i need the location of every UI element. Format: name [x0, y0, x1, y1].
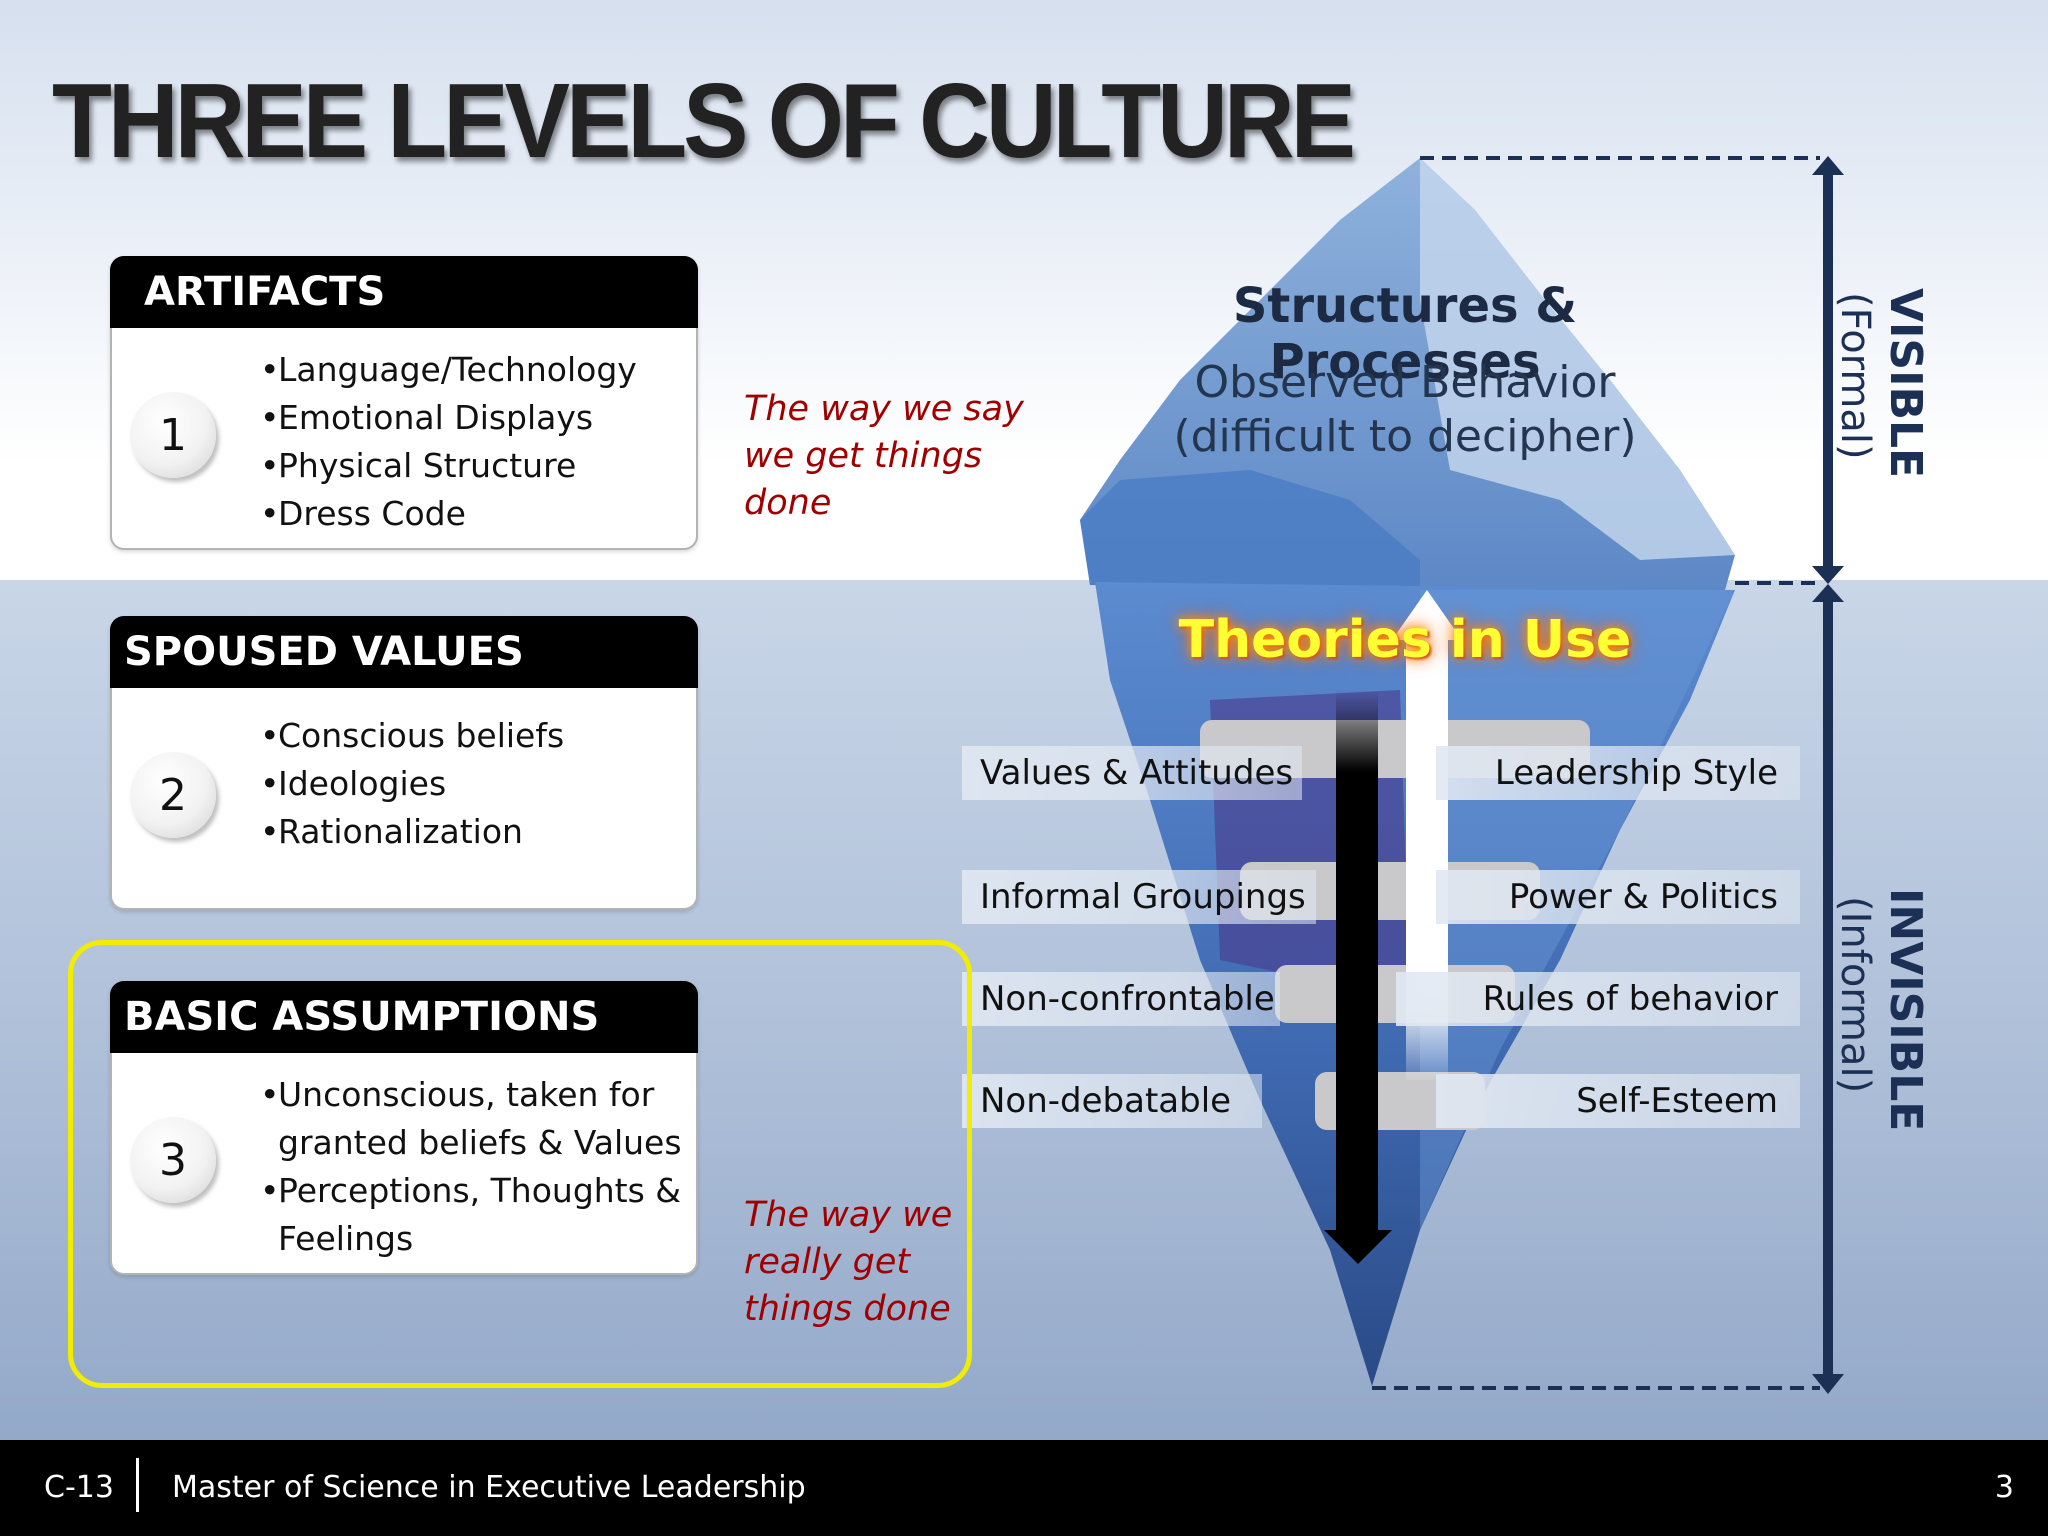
note-line: really get	[744, 1242, 911, 1282]
level-card-spoused-values: SPOUSED VALUES 2 Conscious beliefs Ideol…	[110, 616, 698, 910]
list-item: Unconscious, taken for granted beliefs &…	[260, 1071, 690, 1167]
note-line: things done	[744, 1289, 951, 1329]
list-item: Dress Code	[260, 490, 637, 538]
card-heading-spoused-values: SPOUSED VALUES	[110, 616, 698, 688]
level-card-artifacts: ARTIFACTS 1 Language/Technology Emotiona…	[110, 256, 698, 550]
label-values-attitudes: Values & Attitudes	[962, 746, 1302, 800]
level-number-badge: 2	[130, 752, 216, 838]
visible-arrow-head-up	[1812, 156, 1844, 175]
list-item: Perceptions, Thoughts & Feelings	[260, 1167, 690, 1263]
visible-label: VISIBLE	[1880, 288, 1931, 478]
artifacts-list: Language/Technology Emotional Displays P…	[260, 346, 637, 538]
footer-separator	[136, 1458, 139, 1512]
label-non-debatable: Non-debatable	[962, 1074, 1262, 1128]
structures-processes-heading: Structures & Processes	[1232, 278, 1578, 390]
note-line: The way we	[744, 1195, 953, 1235]
invisible-label: INVISIBLE	[1880, 888, 1931, 1131]
note-line: done	[744, 483, 832, 523]
footer-bar: C-13 Master of Science in Executive Lead…	[0, 1440, 2048, 1536]
card-heading-artifacts: ARTIFACTS	[110, 256, 698, 328]
informal-label: (Informal)	[1832, 896, 1934, 1093]
level-number-badge: 3	[130, 1117, 216, 1203]
formal-label: (Formal)	[1832, 292, 1934, 460]
spoused-values-list: Conscious beliefs Ideologies Rationaliza…	[260, 712, 564, 856]
level-number-badge: 1	[130, 392, 216, 478]
invisible-text: INVISIBLE	[1880, 888, 1931, 1132]
down-arrow-head	[1324, 1230, 1392, 1264]
iceberg-tip-highlight	[1420, 158, 1735, 560]
label-leadership-style: Leadership Style	[1436, 746, 1800, 800]
list-item: Conscious beliefs	[260, 712, 564, 760]
visible-text: VISIBLE	[1880, 288, 1931, 479]
label-power-politics: Power & Politics	[1436, 870, 1800, 924]
list-item: Language/Technology	[260, 346, 637, 394]
invisible-arrow-head-up	[1812, 584, 1844, 602]
invisible-arrow-head-down	[1812, 1374, 1844, 1394]
note-how-we-say: The way we say we get things done	[744, 386, 1024, 527]
observed-line-2: (difficult to decipher)	[1173, 411, 1637, 462]
informal-text: (Informal)	[1832, 896, 1878, 1094]
up-arrow-head	[1392, 590, 1462, 640]
footer-program-name: Master of Science in Executive Leadershi…	[172, 1470, 806, 1505]
card-heading-basic-assumptions: BASIC ASSUMPTIONS	[110, 981, 698, 1053]
label-non-confrontable: Non-confrontable	[962, 972, 1280, 1026]
label-self-esteem: Self-Esteem	[1436, 1074, 1800, 1128]
basic-assumptions-list: Unconscious, taken for granted beliefs &…	[260, 1071, 690, 1263]
label-informal-groupings: Informal Groupings	[962, 870, 1316, 924]
note-how-we-really: The way we really get things done	[744, 1192, 952, 1333]
observed-behavior-text: Observed Behavior (difficult to decipher…	[1090, 356, 1720, 464]
list-item: Rationalization	[260, 808, 564, 856]
visible-arrow-head-down	[1812, 566, 1844, 584]
note-line: The way we say	[744, 389, 1024, 429]
footer-page-number: 3	[1994, 1470, 2014, 1505]
level-card-basic-assumptions: BASIC ASSUMPTIONS 3 Unconscious, taken f…	[110, 981, 698, 1275]
iceberg-tip-shade	[1080, 470, 1420, 590]
list-item: Emotional Displays	[260, 394, 637, 442]
down-arrow-shaft	[1336, 690, 1378, 1230]
list-item: Physical Structure	[260, 442, 637, 490]
formal-text: (Formal)	[1832, 292, 1878, 460]
highlight-box	[68, 940, 972, 1388]
footer-course-code: C-13	[44, 1470, 114, 1505]
note-line: we get things	[744, 436, 983, 476]
list-item: Ideologies	[260, 760, 564, 808]
label-rules-of-behavior: Rules of behavior	[1396, 972, 1800, 1026]
observed-line-1: Observed Behavior	[1194, 357, 1616, 408]
theories-in-use-label: Theories in Use	[1178, 610, 1632, 670]
page-title: THREE LEVELS OF CULTURE	[52, 61, 1356, 180]
